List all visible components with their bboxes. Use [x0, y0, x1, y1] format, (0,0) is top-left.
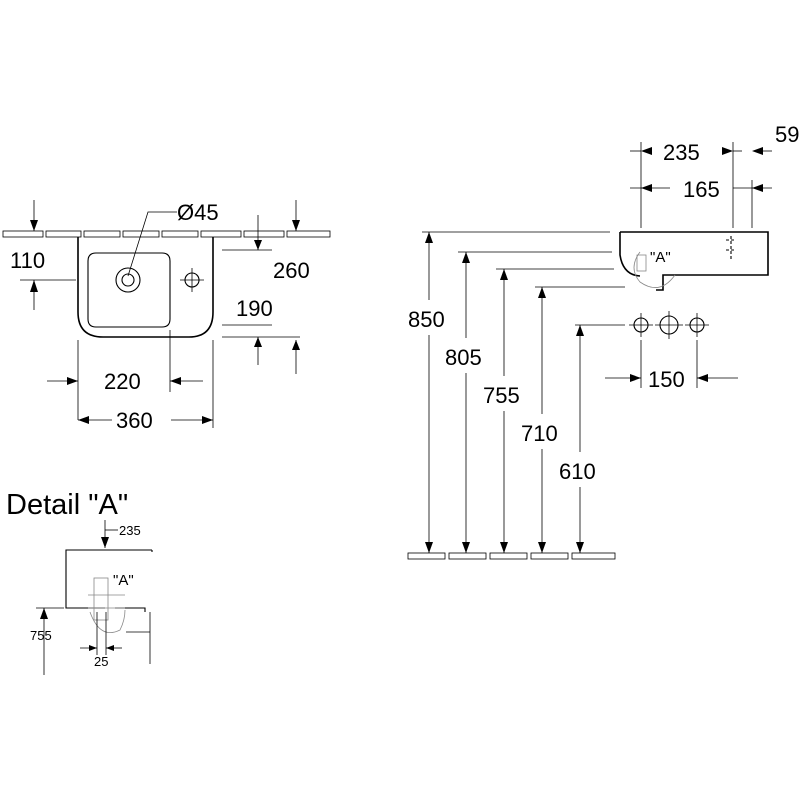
drain-hole [115, 267, 141, 293]
left-depth-label: 110 [10, 248, 45, 273]
side-callout-label: "A" [650, 249, 671, 266]
right-inner-label: 190 [236, 296, 273, 321]
offset-label: 59 [775, 122, 799, 147]
bowl-outline [87, 252, 171, 328]
fixing-point [629, 313, 653, 337]
total-width-label: 360 [116, 408, 153, 433]
drain-point [655, 311, 683, 339]
detail-depth-label: 235 [119, 523, 141, 538]
fixing-spacing-label: 150 [648, 367, 685, 392]
bowl-width-label: 220 [104, 369, 141, 394]
height-label: 610 [559, 459, 596, 484]
wall-line [2, 230, 331, 238]
height-label: 805 [445, 345, 482, 370]
detail-title: Detail "A" [6, 489, 128, 521]
height-label: 755 [483, 383, 520, 408]
depth-label: 235 [663, 140, 700, 165]
height-label: 850 [408, 307, 445, 332]
basin-side [619, 231, 769, 291]
inner-depth-label: 165 [683, 177, 720, 202]
floor-line [407, 552, 616, 560]
detail-width-label: 25 [94, 654, 108, 669]
side-view: 235 59 165 "A" [407, 122, 799, 560]
top-view: Ø45 110 260 190 220 [2, 200, 331, 433]
fixing-point [685, 313, 709, 337]
height-label: 710 [521, 421, 558, 446]
detail-callout-label: "A" [113, 572, 134, 589]
right-depth-label: 260 [273, 258, 310, 283]
detail-a: Detail "A" 235 "A" 755 25 [6, 489, 153, 675]
detail-height-label: 755 [30, 628, 52, 643]
hole-diameter-label: Ø45 [177, 200, 219, 225]
basin-outline [77, 237, 214, 338]
